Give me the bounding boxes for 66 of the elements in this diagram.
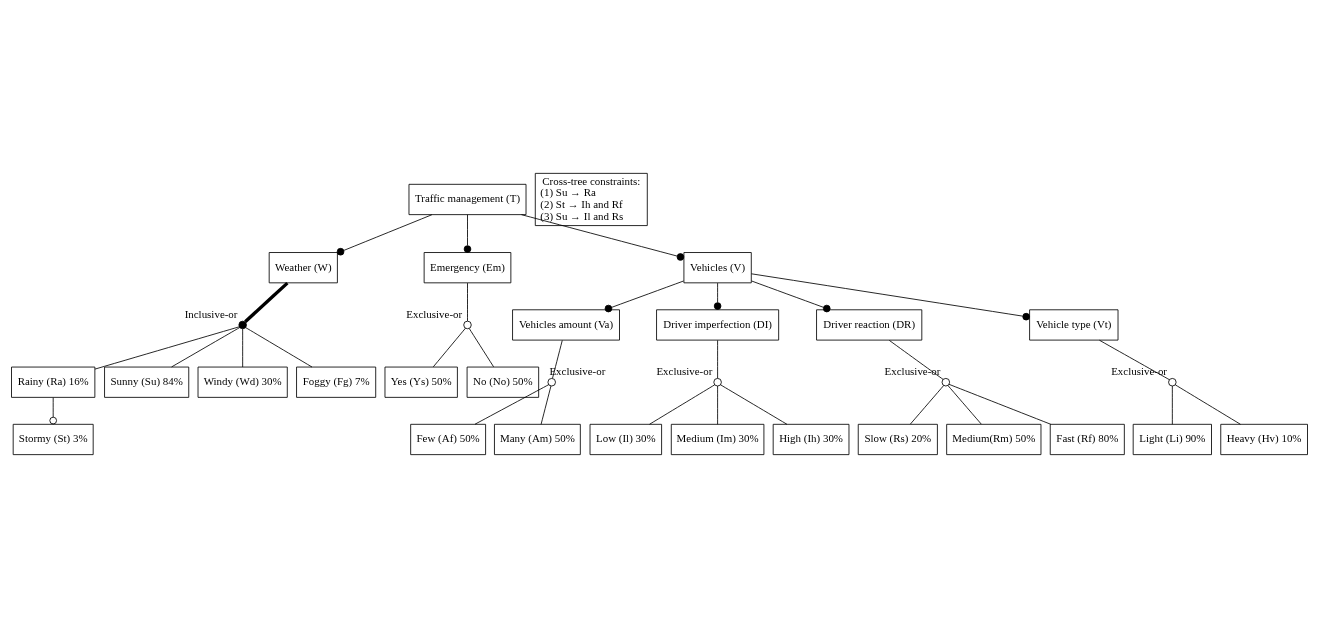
node-circle (238, 320, 247, 329)
node-box: Cross-tree constraints: (1) Su → Ra (2) St → Ih and Rf (3) Su → Il and Rs (534, 172, 648, 226)
connector (751, 272, 1030, 320)
node-box: Driver reaction (DR) (816, 308, 923, 341)
connector (468, 327, 495, 367)
node-label: Exclusive-or (549, 364, 606, 377)
node-box: Many (Am) 50% (494, 423, 581, 455)
node-box: Slow (Rs) 20% (857, 423, 938, 455)
node-label: Exclusive-or (406, 307, 463, 320)
node-box: Vehicle type (Vt) (1029, 308, 1119, 341)
connector (474, 383, 550, 425)
node-box: Medium (Im) 30% (670, 423, 765, 455)
node-label: Exclusive-or (884, 364, 941, 377)
connector (717, 339, 719, 379)
connector (463, 213, 472, 253)
node-box: Stormy (St) 3% (12, 423, 94, 455)
node-box: Emergency (Em) (423, 251, 512, 283)
node-circle (547, 377, 556, 386)
node-box: Weather (W) (268, 251, 338, 283)
connector (947, 384, 982, 425)
node-circle (941, 377, 951, 386)
node-box: Traffic management (T) (408, 183, 527, 215)
connector (432, 327, 466, 367)
connector (649, 384, 715, 425)
node-box: Driver imperfection (DI) (656, 308, 780, 341)
node-box: Foggy (Fg) 7% (296, 366, 377, 398)
node-box: Few (Af) 50% (410, 423, 487, 455)
connector (49, 396, 57, 424)
node-box: Medium(Rm) 50% (946, 423, 1042, 455)
node-circle (463, 320, 472, 329)
connector (604, 280, 684, 312)
connector (94, 325, 240, 369)
connector (245, 326, 313, 367)
node-box: High (Ih) 30% (772, 423, 850, 455)
node-box: Vehicles amount (Va) (512, 308, 620, 341)
node-circle (1168, 377, 1177, 386)
connector (467, 282, 468, 321)
connector (713, 282, 722, 310)
node-box: Yes (Ys) 50% (384, 366, 458, 398)
connector (909, 384, 945, 425)
node-box: Heavy (Hv) 10% (1220, 423, 1308, 455)
node-box: Light (Li) 90% (1132, 423, 1212, 455)
node-circle (713, 377, 722, 386)
connector (1175, 384, 1241, 425)
node-box: Low (Il) 30% (589, 423, 663, 455)
connector (948, 383, 1052, 425)
connector (521, 213, 685, 261)
connector (1171, 385, 1173, 425)
node-label: Inclusive-or (184, 307, 238, 320)
connector (336, 213, 433, 256)
node-box: Windy (Wd) 30% (197, 366, 288, 398)
node-box: Vehicles (V) (683, 251, 752, 283)
connector (242, 327, 244, 367)
connector (540, 385, 552, 425)
connector (717, 385, 719, 425)
connector (888, 339, 944, 380)
node-box: Rainy (Ra) 16% (11, 366, 96, 398)
connector (244, 281, 289, 323)
connector (552, 339, 563, 379)
node-box: Sunny (Su) 84% (104, 366, 190, 398)
node-box: Fast (Rf) 80% (1049, 423, 1125, 455)
node-box: No (No) 50% (466, 366, 540, 398)
node-label: Exclusive-or (656, 364, 713, 377)
connector (751, 280, 831, 312)
connector (720, 384, 788, 425)
connector (171, 326, 241, 367)
